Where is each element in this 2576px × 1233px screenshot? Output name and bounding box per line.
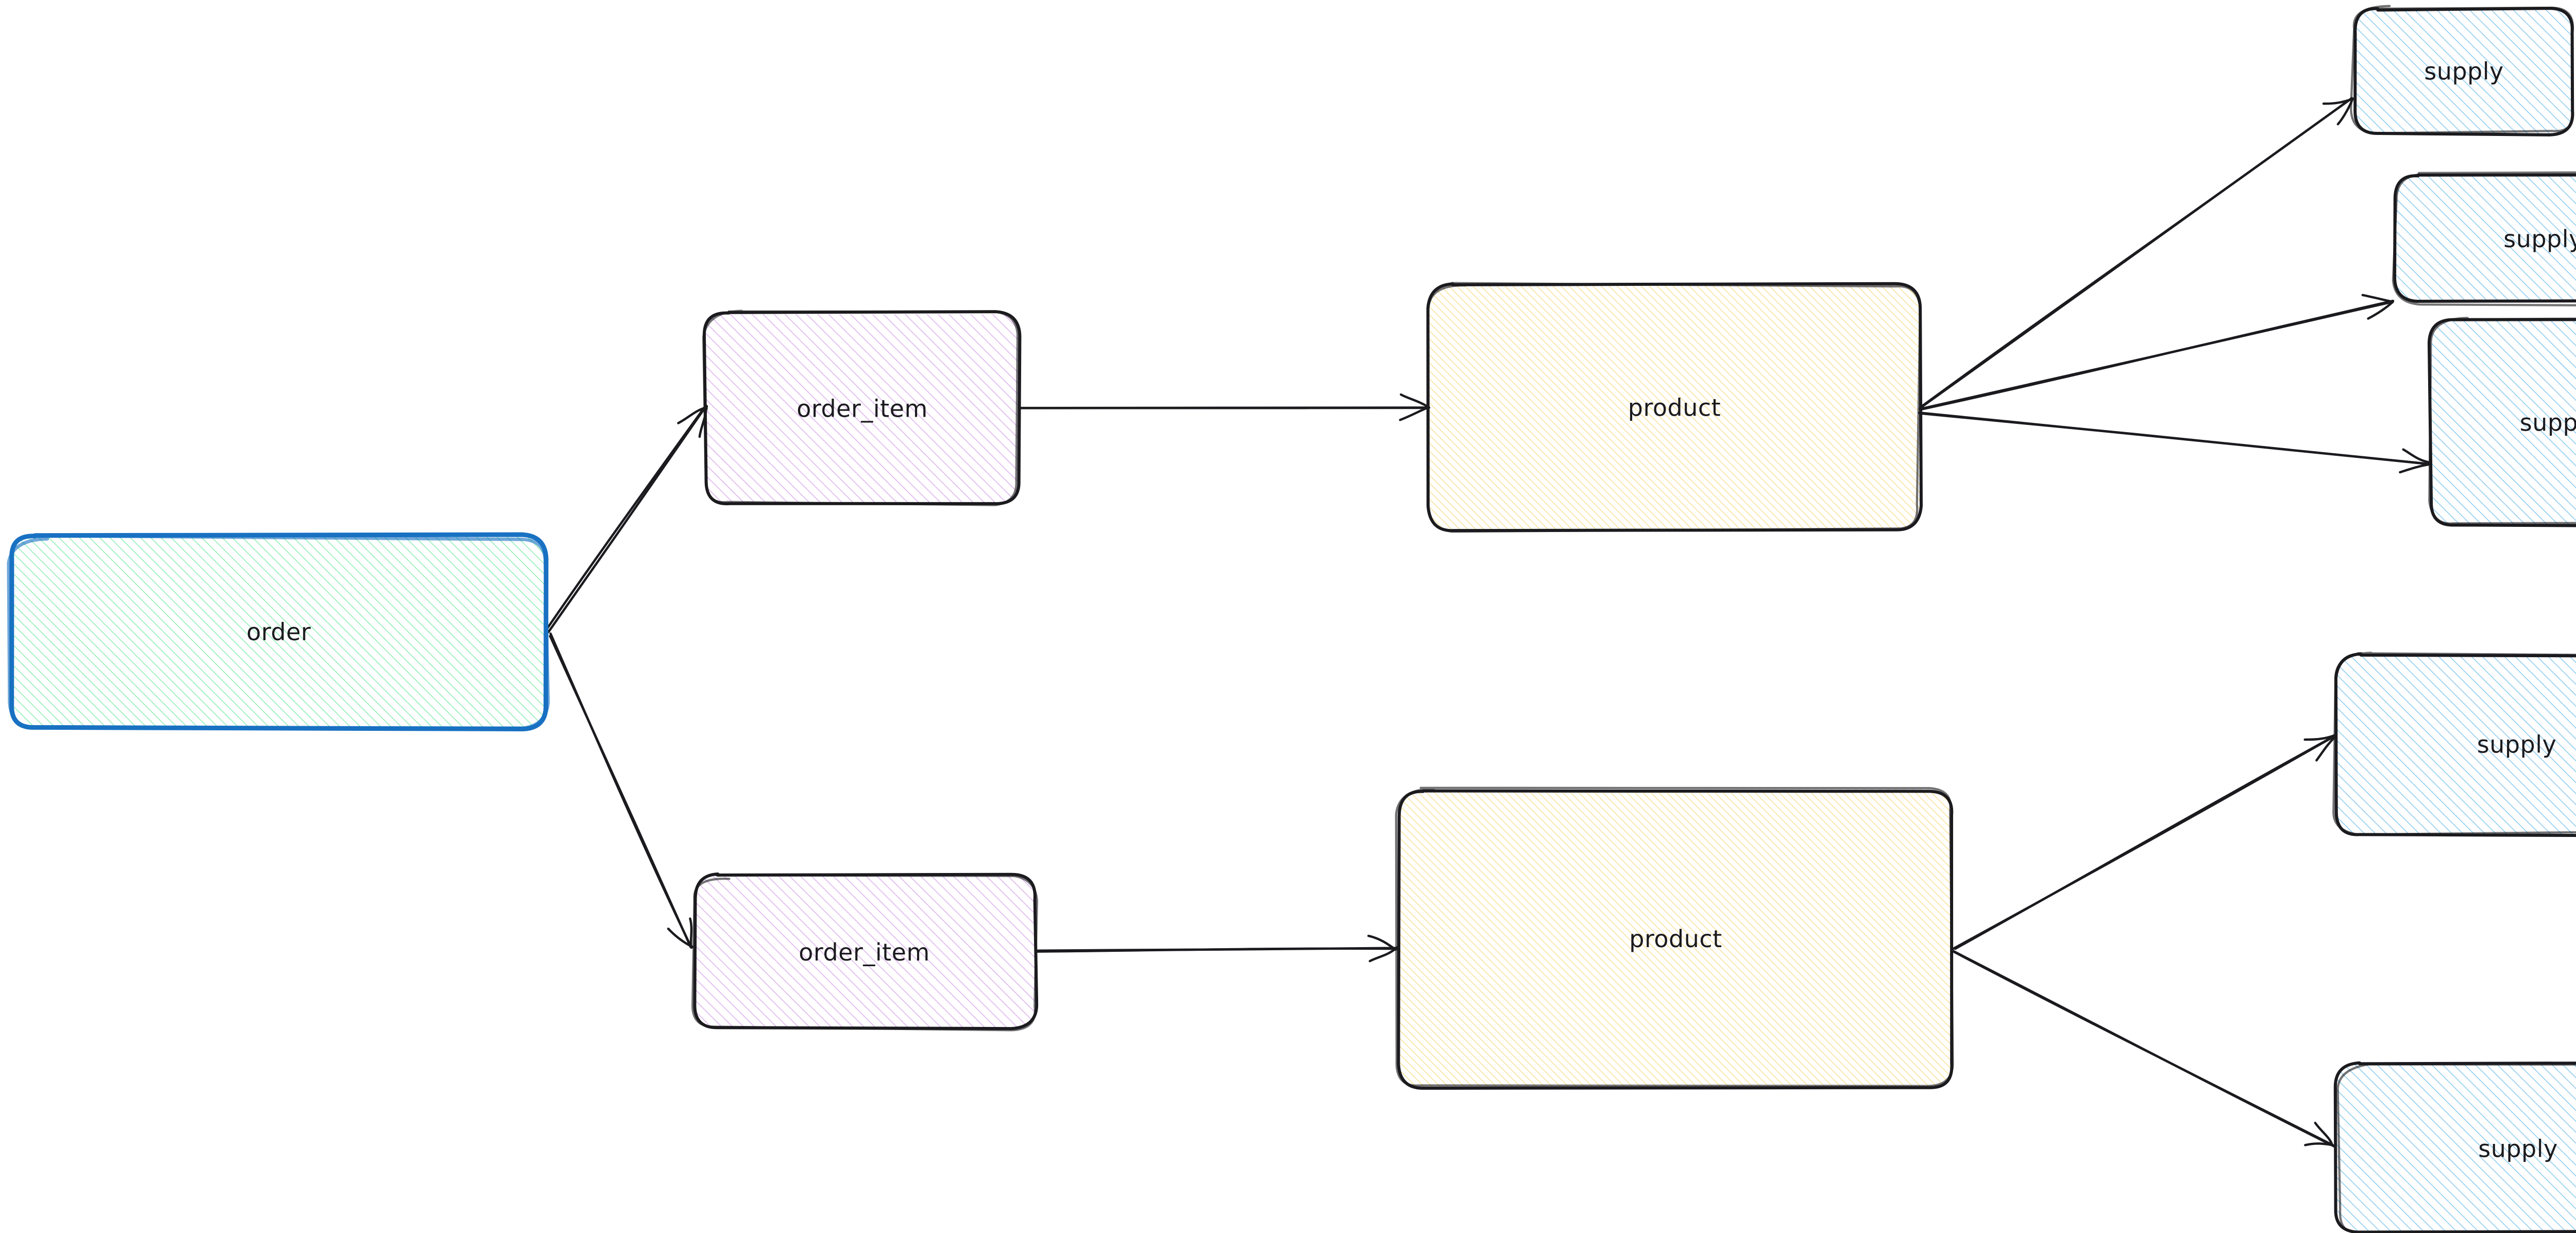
node-supply_1[interactable]: supply xyxy=(2350,5,2574,136)
node-fill xyxy=(705,313,1020,504)
node-supply_2[interactable]: supply xyxy=(2392,171,2576,306)
node-order[interactable]: order xyxy=(7,532,550,731)
node-label: supply xyxy=(2477,731,2557,759)
node-fill xyxy=(2395,174,2576,303)
arrowhead-stroke xyxy=(667,927,694,948)
edge-order_item_2-to-product_2[interactable] xyxy=(1034,934,1399,963)
edge-order-to-order_item_1[interactable] xyxy=(544,405,708,633)
edge-order-to-order_item_2[interactable] xyxy=(549,632,694,949)
arrowhead-stroke xyxy=(2315,735,2336,762)
arrowhead-stroke xyxy=(2304,1142,2334,1146)
arrowhead-stroke xyxy=(1399,393,1431,409)
node-outline xyxy=(2350,5,2574,134)
edge-product_2-to-supply_4[interactable] xyxy=(1951,733,2337,950)
edge-product_1-to-supply_2[interactable] xyxy=(1919,294,2395,410)
node-outline xyxy=(7,534,550,730)
node-outline xyxy=(2333,1061,2576,1233)
edge-stroke xyxy=(544,405,706,632)
edge-stroke xyxy=(547,406,707,633)
arrowhead-stroke xyxy=(1399,406,1430,421)
edge-stroke xyxy=(1037,947,1397,952)
node-label: supply xyxy=(2478,1135,2558,1163)
node-supply_5[interactable]: supply xyxy=(2333,1061,2576,1233)
arrowhead-stroke xyxy=(2402,448,2431,464)
edge-stroke xyxy=(1918,412,2430,466)
node-fill xyxy=(2336,653,2576,835)
node-product_1[interactable]: product xyxy=(1426,282,1923,533)
node-outline xyxy=(2428,317,2576,525)
edge-stroke xyxy=(549,635,692,949)
nodes-layer: orderorder_itemorder_itemproductproducts… xyxy=(7,5,2576,1233)
edges-layer xyxy=(544,97,2431,1148)
arrowhead-stroke xyxy=(689,917,693,948)
arrowhead-stroke xyxy=(2314,1121,2333,1146)
arrowhead-stroke xyxy=(2322,97,2354,105)
edge-order_item_1-to-product_1[interactable] xyxy=(1019,393,1431,421)
node-label: product xyxy=(1628,394,1721,422)
node-fill xyxy=(1429,283,1921,531)
node-product_2[interactable]: product xyxy=(1395,786,1954,1090)
arrowhead-stroke xyxy=(677,406,706,424)
node-outline xyxy=(2336,1062,2576,1233)
node-supply_4[interactable]: supply xyxy=(2332,652,2576,837)
node-outline xyxy=(691,874,1039,1032)
node-fill xyxy=(2336,1063,2576,1233)
node-label: product xyxy=(1629,925,1722,953)
node-label: order_item xyxy=(796,395,928,423)
arrowhead-stroke xyxy=(1367,934,1397,951)
arrowhead-stroke xyxy=(2399,463,2431,474)
edge-stroke xyxy=(1919,300,2394,410)
edge-stroke xyxy=(1019,406,1429,409)
node-outline xyxy=(702,310,1019,506)
node-outline xyxy=(2353,7,2574,136)
arrowhead-stroke xyxy=(2367,301,2394,320)
node-fill xyxy=(693,875,1036,1029)
edge-stroke xyxy=(1952,950,2336,1148)
node-fill xyxy=(1399,789,1953,1087)
edge-stroke xyxy=(1920,97,2353,408)
node-outline xyxy=(2427,318,2576,527)
node-label: order xyxy=(246,618,311,646)
arrowhead-stroke xyxy=(2361,294,2394,303)
node-outline xyxy=(1395,786,1954,1087)
edge-stroke xyxy=(1951,734,2336,950)
node-outline xyxy=(2393,173,2576,303)
node-label: order_item xyxy=(799,938,930,966)
node-fill xyxy=(2354,9,2574,134)
node-label: supply xyxy=(2424,58,2504,85)
node-order_item_2[interactable]: order_item xyxy=(691,872,1039,1032)
node-fill xyxy=(2430,319,2576,526)
node-order_item_1[interactable]: order_item xyxy=(702,310,1022,506)
node-fill xyxy=(10,535,548,728)
node-label: supply xyxy=(2503,225,2576,253)
node-outline xyxy=(702,310,1022,505)
node-label: supply xyxy=(2520,409,2576,437)
node-outline xyxy=(2392,171,2576,306)
node-outline xyxy=(1427,282,1922,533)
edge-product_1-to-supply_3[interactable] xyxy=(1918,412,2431,474)
node-supply_3[interactable]: supply xyxy=(2427,317,2576,527)
node-outline xyxy=(2332,652,2576,836)
edge-product_2-to-supply_5[interactable] xyxy=(1952,950,2336,1148)
